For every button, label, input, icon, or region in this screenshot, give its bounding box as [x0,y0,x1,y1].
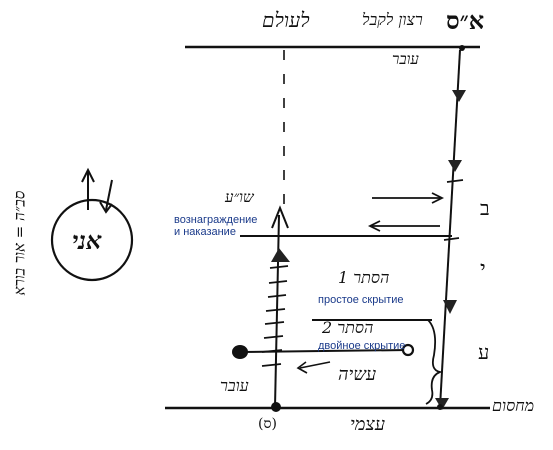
right-arrow-4 [435,398,449,410]
label-over: עובר [220,376,249,395]
label-ein-sof: א״ס [446,6,485,35]
label-top-left: לעולם [262,8,310,32]
right-arrow-3 [443,300,457,314]
label-top-right-2: עובר [392,50,419,68]
label-reward: вознаграждение и наказание [174,214,257,238]
label-hester2-ru: двойное скрытие [318,340,406,352]
left-triangle-mark [271,248,290,262]
label-side-note: סב״ה = אור בורא [10,190,29,296]
asiyah-arrow [299,361,331,369]
right-arrow-1 [452,90,466,102]
left-up-arrow [271,205,289,229]
label-letter-a: ע [478,340,490,364]
label-letter-b: ב [480,196,490,220]
top-right-junction [459,45,465,51]
hester2-dot-line [239,349,409,353]
label-puah: שו״ע [225,188,254,206]
label-hester1: הסתר 1 [338,268,390,287]
bottom-right-junction [437,404,443,410]
label-asiyah: עשיה [338,364,377,385]
right-main-vertical [439,49,461,408]
ani-circle [50,198,134,282]
right-arrow-2 [448,160,462,172]
label-letter-y: י [480,257,486,282]
label-hester1-ru: простое скрытие [318,294,404,306]
left-vertical-ticks [261,265,289,367]
ani-down-arrow [105,179,113,211]
label-bottom-left-mark: (ס) [258,416,277,432]
label-reward-line1: вознаграждение [174,214,258,226]
label-hester2: הסתר 2 [322,318,374,337]
left-solid-vertical [274,214,280,408]
label-reward-line2: и наказание [174,226,236,238]
right-dot [401,343,415,357]
label-ani: אני [72,226,102,255]
label-top-right-1: רצון לקבל [362,10,423,29]
bottom-left-junction [271,402,281,412]
right-brace [425,319,444,405]
label-bottom-right: עצמי [350,414,386,435]
label-right-edge: מחסום [492,396,535,415]
right-vertical-ticks [443,179,464,241]
left-filled-dot [232,345,248,359]
